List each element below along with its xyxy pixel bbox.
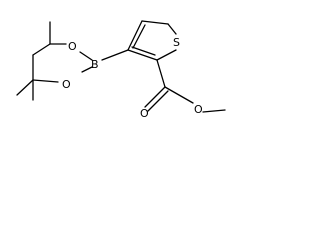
atom-label-carbonyl-oxygen: O — [140, 107, 149, 120]
bond-methyl-c6-a — [16, 79, 34, 96]
molecule-structure-diagram: B O O S O O — [16, 20, 226, 120]
dioxaborinane-ring — [32, 43, 93, 83]
bond-carbonyl-to-ester-o — [164, 86, 194, 104]
bond-c4-c5 — [141, 20, 169, 25]
bond-c3-c4-double — [132, 24, 146, 49]
atom-label-ester-oxygen: O — [194, 103, 203, 116]
bond-c3-c4 — [127, 20, 143, 51]
bond-b-to-thiophene — [101, 49, 129, 61]
bond-ester-o-to-methyl — [202, 109, 226, 113]
bond-o-lower-to-b — [81, 66, 93, 73]
bond-c2-to-carbonyl-c — [156, 59, 166, 88]
bond-c4-to-ch2 — [32, 43, 51, 56]
bond-carbonyl-double-a — [144, 86, 166, 108]
bond-s-c2 — [156, 49, 177, 61]
bond-carbonyl-double-b — [147, 90, 169, 112]
methyl-groups — [16, 21, 51, 101]
bond-c2-c3-double — [131, 46, 156, 56]
methyl-ester-group — [144, 59, 226, 113]
bond-c5-s — [167, 23, 177, 35]
bond-c2-c3 — [127, 49, 158, 61]
atom-label-boron: B — [91, 58, 99, 71]
bond-c6-to-o-lower — [32, 79, 59, 83]
atom-label-oxygen-upper: O — [68, 40, 77, 53]
bond-o-upper-to-b — [79, 51, 93, 61]
atom-label-oxygen-lower: O — [62, 78, 71, 91]
thiophene-ring — [127, 20, 177, 61]
atom-label-sulfur: S — [173, 36, 180, 49]
